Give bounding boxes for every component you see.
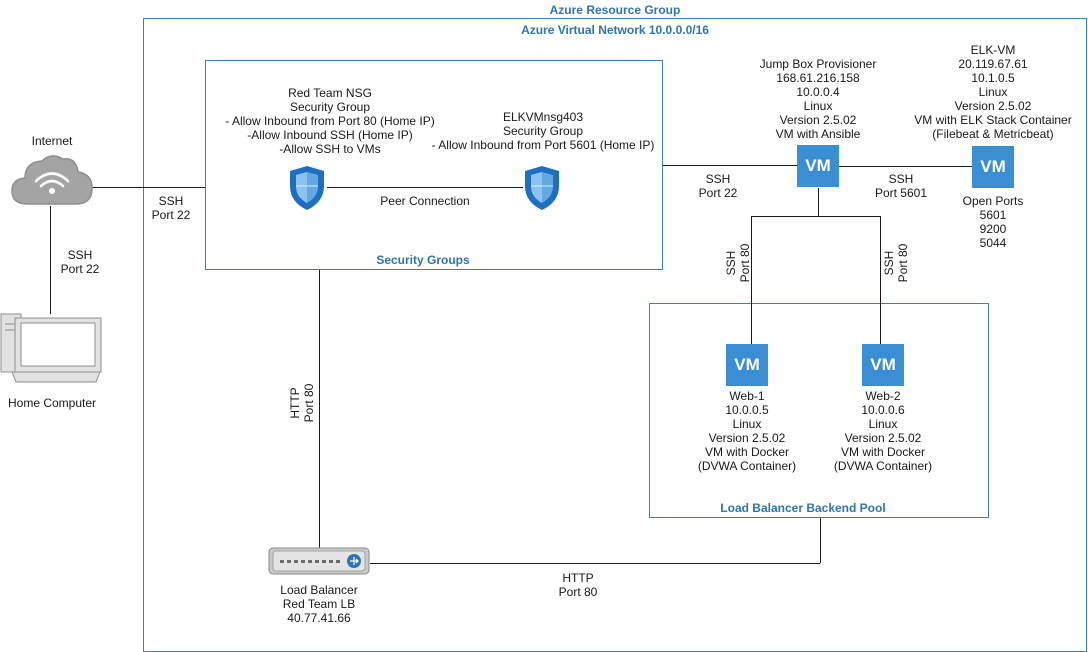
peer-connection-label: Peer Connection	[380, 194, 470, 208]
security-groups-box	[205, 60, 663, 270]
link-nsg-jumpbox	[663, 165, 797, 166]
elk-open-ports: Open Ports 5601 9200 5044	[962, 194, 1024, 250]
jumpbox-vm-icon: VM	[797, 145, 839, 187]
link-peer	[327, 187, 523, 188]
link-pool-up	[820, 518, 821, 563]
web2-vm-icon: VM	[862, 344, 904, 386]
home-computer-label: Home Computer	[7, 396, 97, 410]
web2-info: Web-2 10.0.0.6 Linux Version 2.5.02 VM w…	[833, 389, 933, 473]
internet-label: Internet	[31, 134, 73, 148]
link-jumpbox-elk	[839, 166, 972, 167]
backend-pool-title: Load Balancer Backend Pool	[720, 501, 886, 515]
link-to-web1	[751, 216, 752, 344]
vnet-title: Azure Virtual Network 10.0.0.0/16	[521, 23, 709, 37]
link-jumpbox-down	[818, 188, 819, 216]
elk-vm-info: ELK-VM 20.119.67.61 10.1.0.5 Linux Versi…	[914, 43, 1072, 141]
computer-icon	[0, 313, 102, 383]
jumpbox-info: Jump Box Provisioner 168.61.216.158 10.0…	[759, 57, 877, 141]
resource-group-title: Azure Resource Group	[549, 3, 681, 17]
link-nsg-lb	[319, 270, 320, 548]
link-to-web2	[880, 216, 881, 344]
link-jumpbox-branch	[751, 216, 880, 217]
shield-icon-red-nsg	[290, 166, 324, 210]
load-balancer-icon	[268, 547, 370, 575]
link-internet-nsg	[92, 187, 205, 188]
web1-vm-icon: VM	[726, 344, 768, 386]
load-balancer-info: Load Balancer Red Team LB 40.77.41.66	[280, 583, 358, 625]
web1-info: Web-1 10.0.0.5 Linux Version 2.5.02 VM w…	[697, 389, 797, 473]
security-groups-title: Security Groups	[376, 253, 470, 267]
link-internet-home	[50, 206, 51, 314]
backend-pool-box	[649, 303, 989, 518]
shield-icon-elk-nsg	[525, 166, 559, 210]
red-nsg-info: Red Team NSG Security Group - Allow Inbo…	[225, 86, 435, 156]
elk-nsg-info: ELKVMnsg403 Security Group - Allow Inbou…	[431, 110, 655, 152]
link-lb-pool	[370, 563, 820, 564]
elk-vm-icon: VM	[972, 146, 1014, 188]
cloud-icon	[11, 155, 93, 205]
